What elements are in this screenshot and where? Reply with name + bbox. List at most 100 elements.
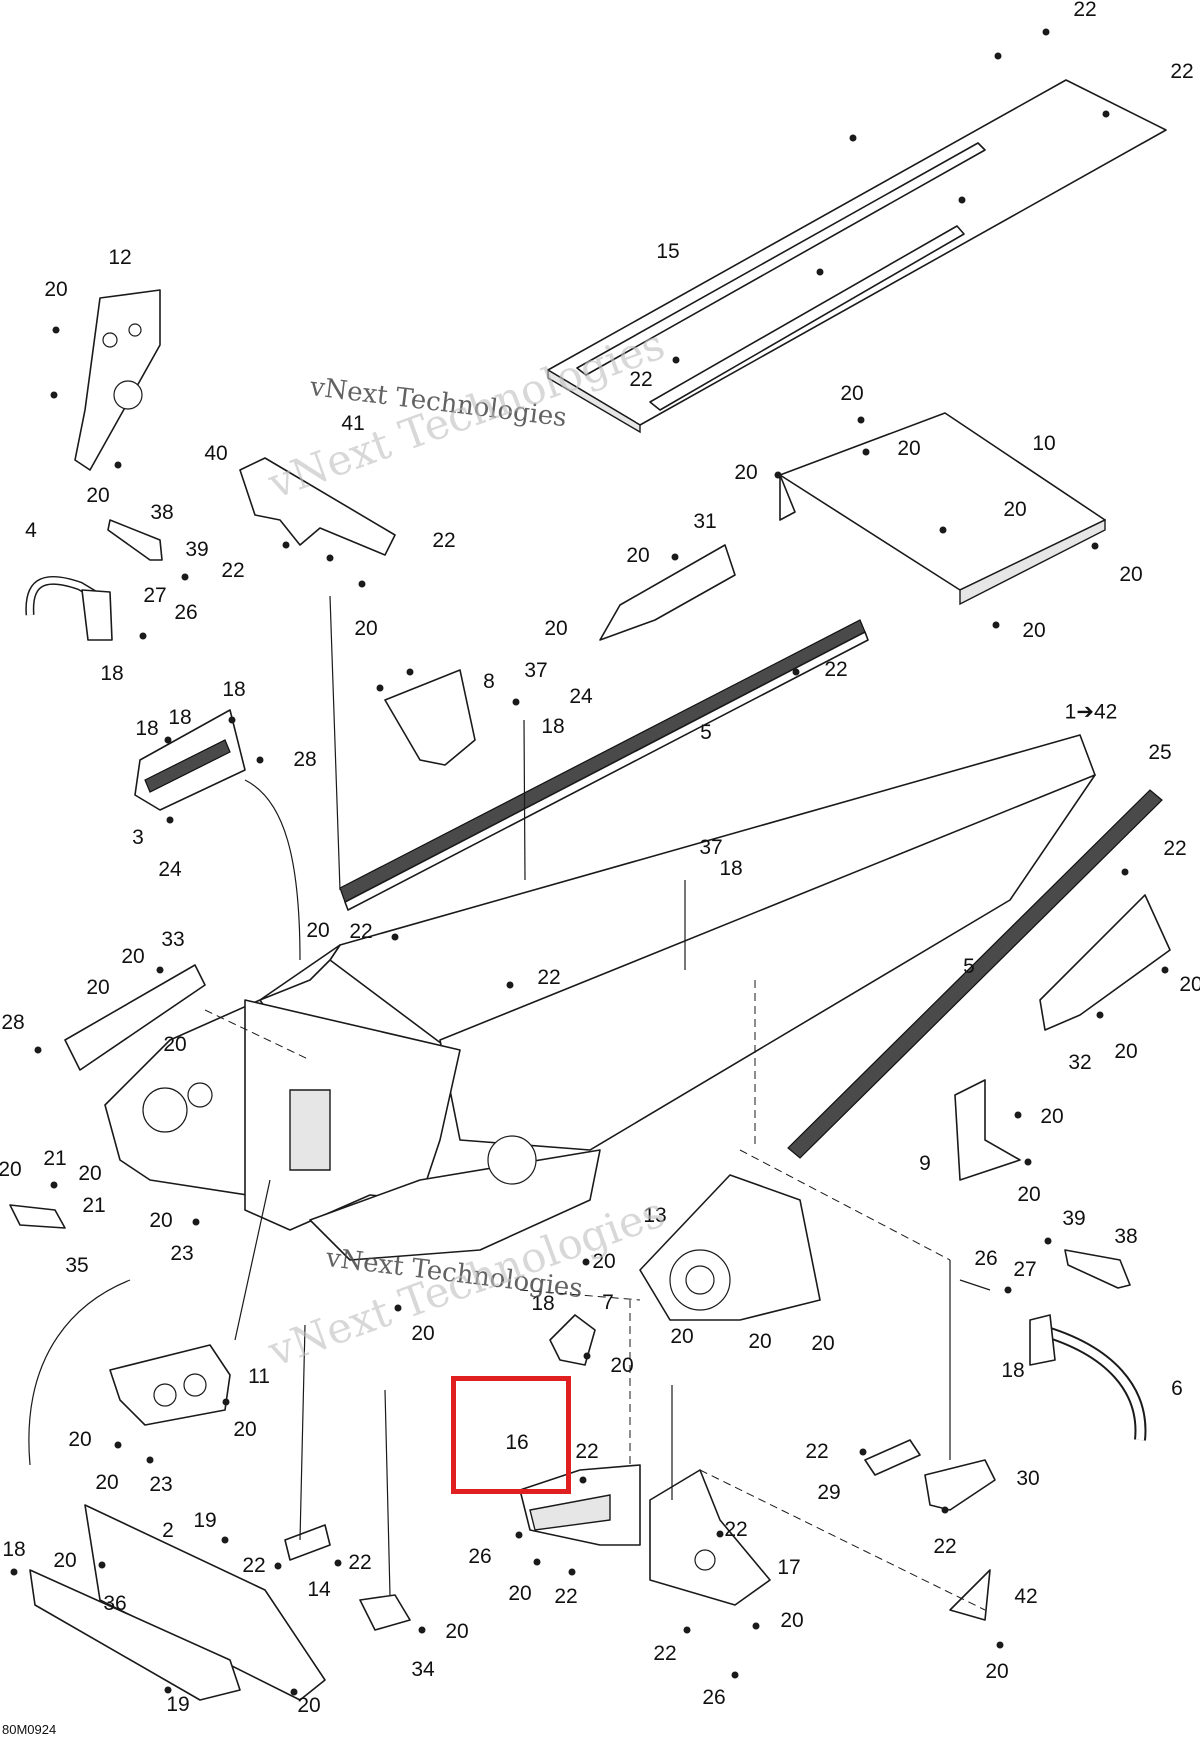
callout-37: 37 (699, 836, 723, 859)
callout-20: 20 (840, 382, 864, 405)
callout-27: 27 (143, 584, 167, 607)
part-17-plate (649, 1469, 771, 1606)
callout-32: 32 (1068, 1051, 1092, 1074)
callout-9: 9 (919, 1152, 931, 1175)
callout-31: 31 (693, 510, 717, 533)
part-42-bracket (949, 1569, 991, 1621)
callout-18: 18 (541, 715, 565, 738)
part-7-bracket (549, 1314, 596, 1366)
part-15-tunnel-top-plate (547, 79, 1167, 434)
callout-24: 24 (158, 858, 182, 881)
callout-20: 20 (1119, 563, 1143, 586)
callout-20: 20 (121, 945, 145, 968)
callout-5: 5 (963, 955, 975, 978)
callout-22: 22 (221, 559, 245, 582)
callout-20: 20 (1114, 1040, 1138, 1063)
callout-20: 20 (610, 1354, 634, 1377)
callout-18: 18 (100, 662, 124, 685)
callout-26: 26 (468, 1545, 492, 1568)
callout-23: 23 (170, 1242, 194, 1265)
callout-28: 28 (293, 748, 317, 771)
callout-8: 8 (483, 670, 495, 693)
assembly-guide-lines (28, 595, 991, 1611)
callout-39: 39 (185, 538, 209, 561)
callout-20: 20 (1179, 973, 1200, 996)
callout-20: 20 (149, 1209, 173, 1232)
callout-12: 12 (108, 246, 132, 269)
callout-20: 20 (1003, 498, 1027, 521)
callout-20: 20 (53, 1549, 77, 1572)
callout-1to42: 1➔42 (1064, 700, 1118, 724)
callout-22: 22 (537, 966, 561, 989)
callout-25: 25 (1148, 741, 1172, 764)
highlight-box (451, 1376, 571, 1494)
callout-18: 18 (168, 706, 192, 729)
callout-7: 7 (602, 1291, 614, 1314)
callout-19: 19 (193, 1509, 217, 1532)
part-10-plate (779, 412, 1106, 606)
part-1-main-tunnel (104, 734, 1096, 1261)
part-34-bracket (359, 1594, 411, 1631)
callout-22: 22 (432, 529, 456, 552)
callout-20: 20 (811, 1332, 835, 1355)
callout-15: 15 (656, 240, 680, 263)
callout-22: 22 (933, 1535, 957, 1558)
part-40-bracket (239, 457, 396, 556)
callout-20: 20 (86, 976, 110, 999)
callout-22: 22 (348, 1551, 372, 1574)
callout-22: 22 (242, 1554, 266, 1577)
callout-19: 19 (166, 1693, 190, 1716)
part-9-plate (954, 1079, 1021, 1181)
callout-18: 18 (222, 678, 246, 701)
callout-30: 30 (1016, 1467, 1040, 1490)
part-24-rail (339, 619, 869, 911)
callout-39: 39 (1062, 1207, 1086, 1230)
part-36-bracket (29, 1569, 241, 1701)
callout-20: 20 (68, 1428, 92, 1451)
callout-22: 22 (554, 1585, 578, 1608)
callout-41: 41 (341, 412, 365, 435)
callout-20: 20 (233, 1418, 257, 1441)
callout-26: 26 (702, 1686, 726, 1709)
callout-20: 20 (44, 278, 68, 301)
part-31-bracket (599, 544, 736, 641)
callout-17: 17 (777, 1556, 801, 1579)
part-33-bracket (64, 964, 206, 1071)
part-35-bracket (9, 1204, 66, 1229)
callout-33: 33 (161, 928, 185, 951)
part-12-bracket (74, 289, 161, 471)
part-4-handle (25, 519, 163, 641)
callout-16: 16 (505, 1431, 529, 1454)
callout-20: 20 (1040, 1105, 1064, 1128)
callout-20: 20 (592, 1250, 616, 1273)
part-3-bracket (134, 709, 246, 811)
part-11-bracket (109, 1344, 231, 1426)
screw-markers (10, 28, 1169, 1696)
callout-36: 36 (103, 1592, 127, 1615)
part-13-plate (639, 1174, 821, 1321)
callout-22: 22 (653, 1642, 677, 1665)
callout-22: 22 (349, 920, 373, 943)
callout-18: 18 (531, 1292, 555, 1315)
callout-18: 18 (719, 857, 743, 880)
callout-22: 22 (1163, 837, 1187, 860)
callout-42: 42 (1014, 1585, 1038, 1608)
callout-20: 20 (0, 1158, 22, 1181)
callout-28: 28 (1, 1011, 25, 1034)
callout-29: 29 (817, 1481, 841, 1504)
callout-20: 20 (354, 617, 378, 640)
part-2-rail-bracket (84, 1504, 326, 1701)
callout-20: 20 (508, 1582, 532, 1605)
callout-21: 21 (43, 1147, 67, 1170)
part-32-bracket (1039, 894, 1171, 1031)
callout-38: 38 (1114, 1225, 1138, 1248)
callout-40: 40 (204, 442, 228, 465)
callout-20: 20 (626, 544, 650, 567)
callout-34: 34 (411, 1658, 435, 1681)
part-30-bracket (924, 1459, 996, 1511)
callout-20: 20 (163, 1033, 187, 1056)
callout-14: 14 (307, 1578, 331, 1601)
callout-20: 20 (306, 919, 330, 942)
callout-20: 20 (1017, 1183, 1041, 1206)
